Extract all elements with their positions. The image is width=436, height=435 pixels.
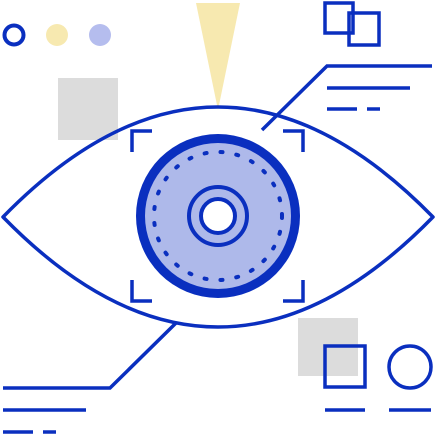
text-lines-bottom-left [3, 408, 86, 434]
leader-line-bottom [3, 321, 178, 390]
leader-line-top [260, 64, 432, 132]
circle-outline-icon [387, 344, 433, 412]
lavender-dot-icon [89, 24, 111, 46]
light-beam [196, 3, 240, 110]
overlapping-squares-icon [323, 1, 381, 47]
ring-dot-icon [2, 23, 26, 47]
eye-icon [1, 105, 435, 329]
square-outline-icon [323, 344, 367, 412]
gray-block-top-left [58, 78, 118, 140]
text-lines-top-right [327, 86, 410, 111]
pupil [199, 197, 237, 235]
cream-dot-icon [46, 24, 68, 46]
iris-icon [136, 134, 300, 298]
focus-frame-icon [130, 129, 305, 303]
